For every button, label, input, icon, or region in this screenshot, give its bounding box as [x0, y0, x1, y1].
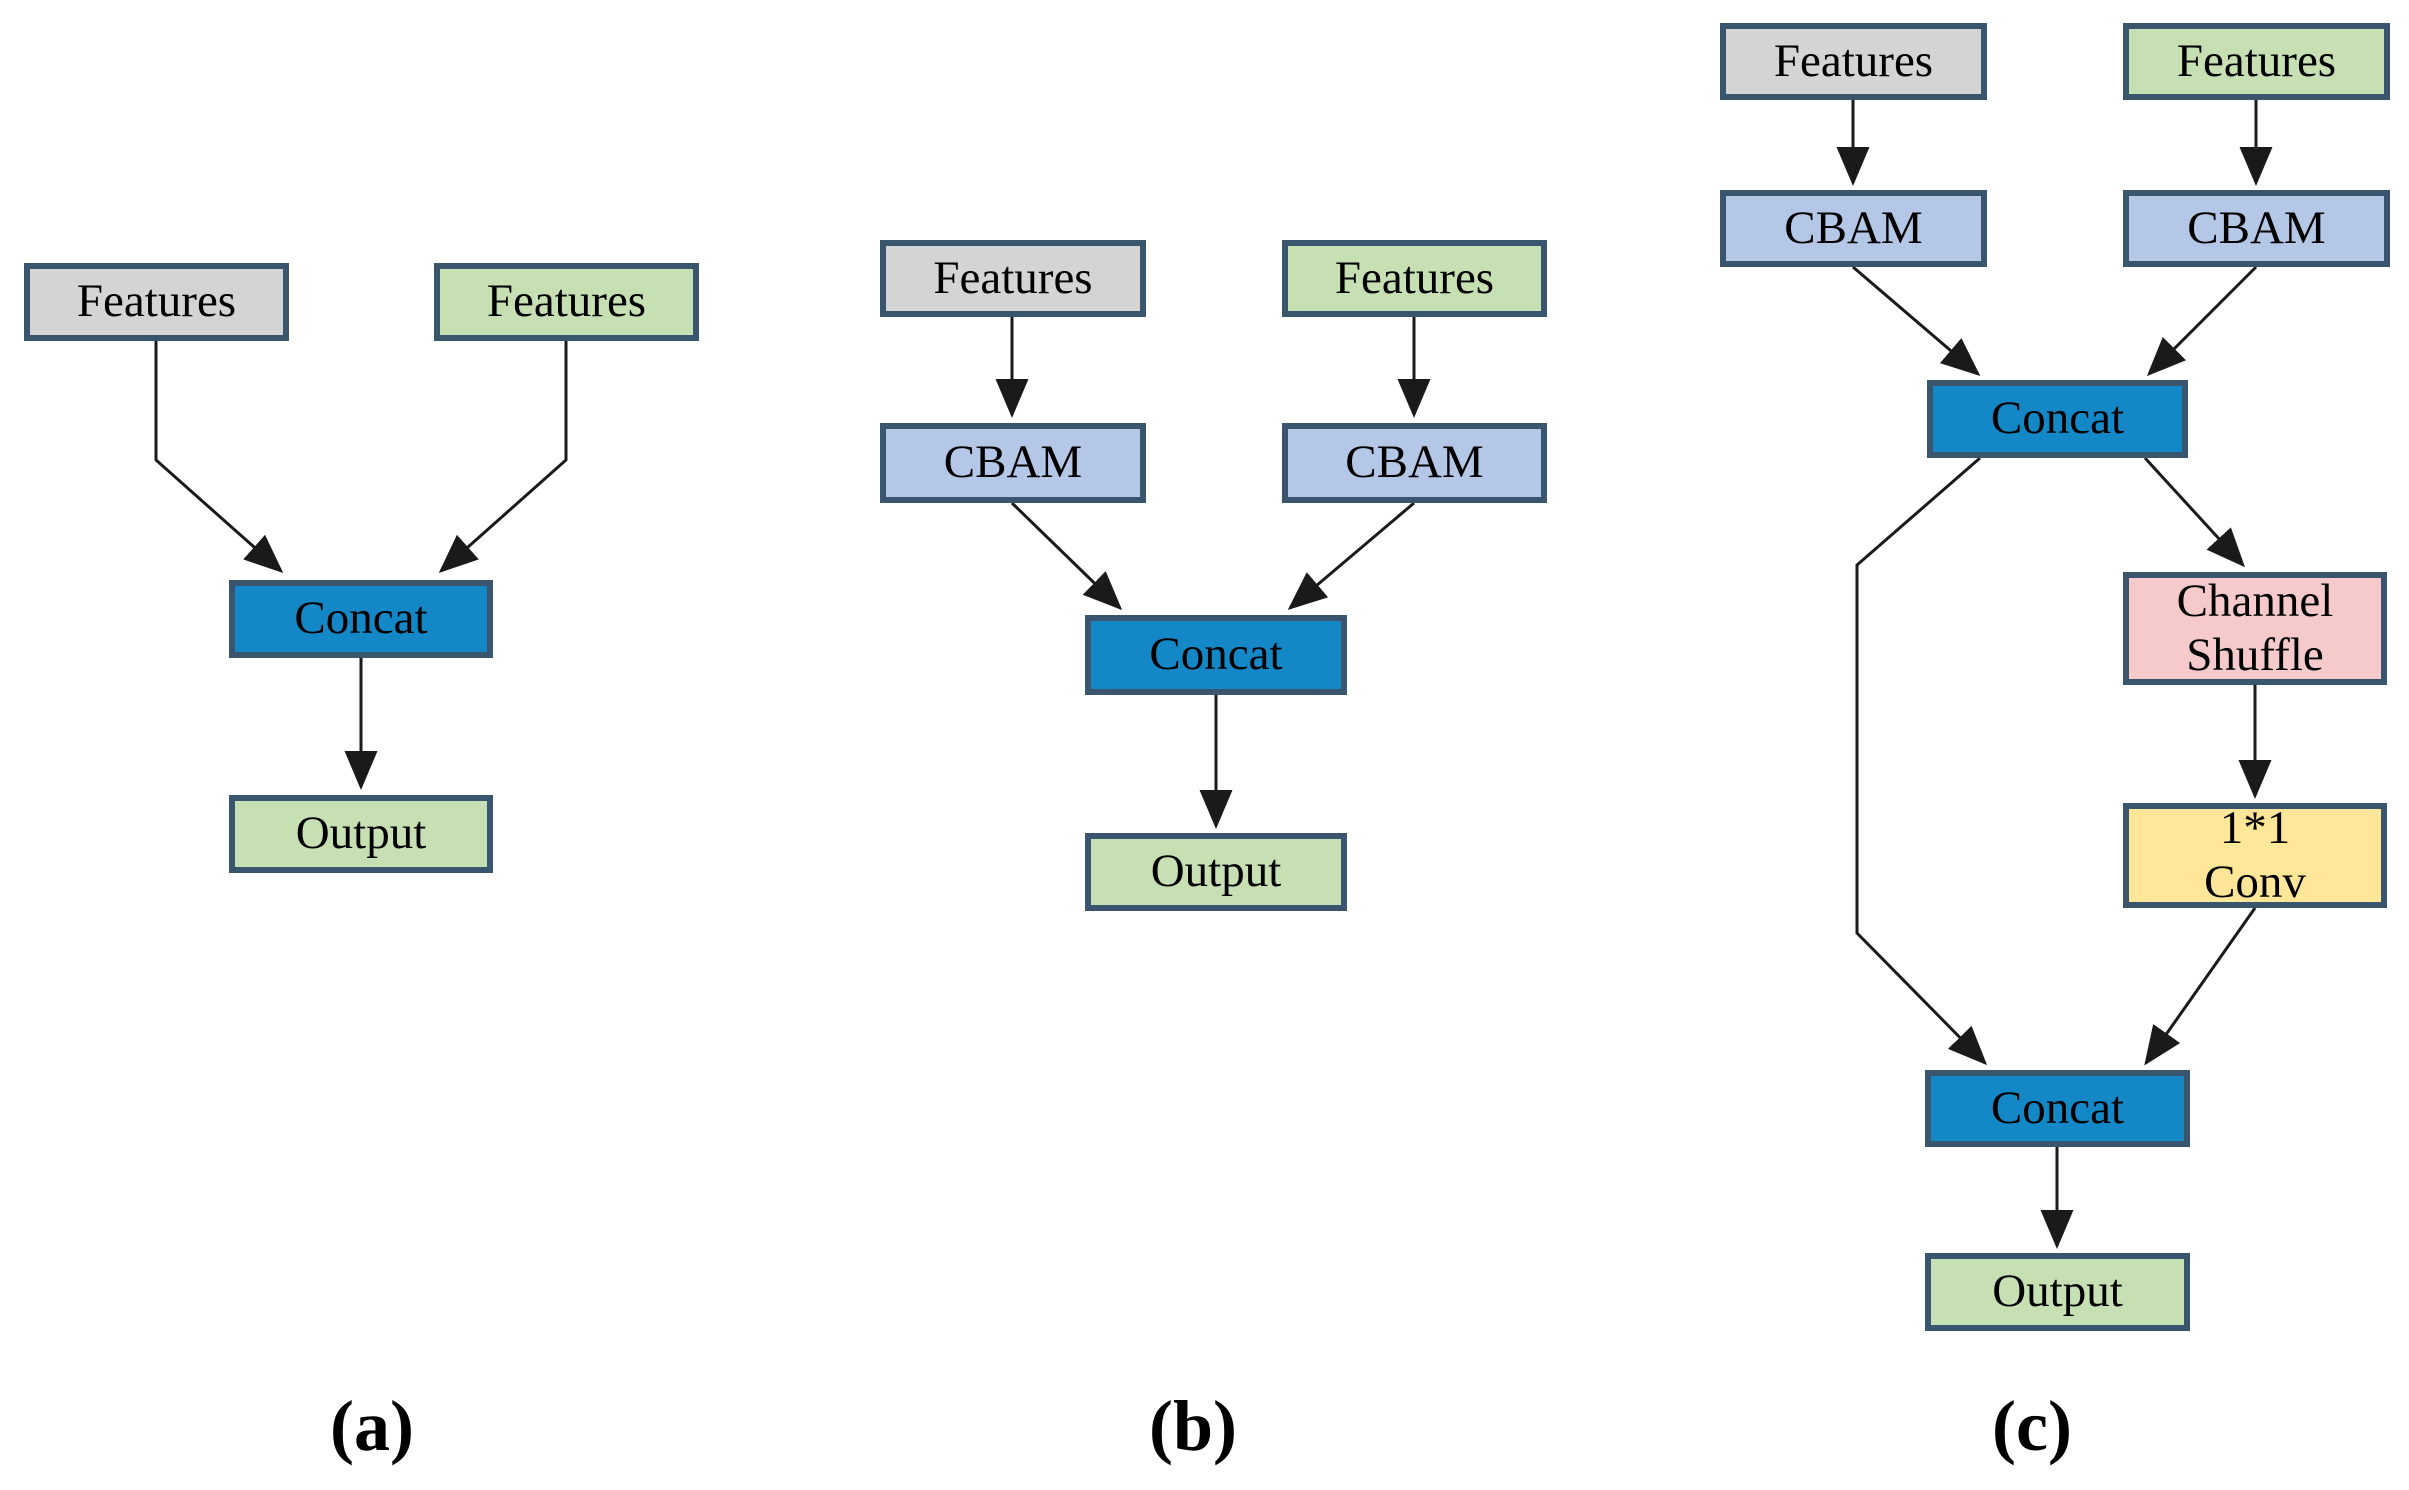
c-concat-top-box-label: Concat	[1990, 392, 2125, 445]
c-features-left-box: Features	[1720, 23, 1987, 100]
c-concat-to-shuffle-arrow	[2143, 456, 2246, 568]
b-features-left-box: Features	[880, 240, 1146, 317]
c-channel-shuffle-box-label: Channel	[2176, 575, 2334, 628]
a-features-right-box: Features	[434, 263, 699, 341]
a-features-left-to-concat-arrow	[154, 341, 284, 573]
b-cbam-right-box-label: CBAM	[1345, 436, 1484, 489]
b-features-right-box: Features	[1282, 240, 1547, 317]
c-cbam-right-box: CBAM	[2123, 190, 2390, 267]
c-cbam-left-box-label: CBAM	[1784, 201, 1923, 254]
c-conv-box-label: Conv	[2204, 855, 2306, 908]
b-features-right-box-label: Features	[1334, 251, 1495, 304]
b-cbam-right-box: CBAM	[1282, 423, 1547, 503]
a-concat-box: Concat	[229, 580, 493, 658]
caption-b: (b)	[1149, 1386, 1237, 1466]
c-channel-shuffle-box-label: Shuffle	[2186, 628, 2324, 681]
b-cbam-left-box: CBAM	[880, 423, 1146, 503]
b-cbam-right-to-concat-arrow	[1287, 501, 1415, 610]
b-features-left-box-label: Features	[933, 251, 1093, 304]
c-concat-skip-to-concat-arrow	[1855, 456, 1988, 1066]
c-concat-bottom-box-label: Concat	[1990, 1081, 2125, 1134]
a-output-box: Output	[229, 795, 493, 873]
a-features-right-to-concat-arrow	[438, 341, 568, 573]
c-cbam-left-box: CBAM	[1720, 190, 1987, 267]
c-features-right-box-label: Features	[2176, 34, 2337, 87]
a-features-left-box: Features	[24, 263, 289, 341]
c-conv-box-label: 1*1	[2219, 802, 2291, 855]
c-cbam-right-box-label: CBAM	[2187, 201, 2326, 254]
b-concat-box: Concat	[1085, 615, 1347, 695]
c-output-box: Output	[1925, 1253, 2190, 1331]
c-features-right-box: Features	[2123, 23, 2390, 100]
c-conv-to-concat-arrow	[2144, 907, 2257, 1066]
b-cbam-left-to-concat-arrow	[1010, 501, 1123, 611]
b-cbam-left-box-label: CBAM	[943, 436, 1083, 489]
c-output-box-label: Output	[1992, 1265, 2123, 1318]
c-cbam-left-to-concat-arrow	[1852, 265, 1981, 376]
c-concat-top-box: Concat	[1927, 380, 2188, 458]
a-output-box-label: Output	[295, 807, 427, 860]
caption-c: (c)	[1992, 1386, 2072, 1466]
c-concat-bottom-box: Concat	[1925, 1070, 2190, 1147]
a-features-right-box-label: Features	[486, 275, 647, 328]
c-features-left-box-label: Features	[1773, 34, 1934, 87]
a-concat-box-label: Concat	[294, 592, 428, 645]
c-cbam-right-to-concat-arrow	[2146, 265, 2258, 377]
b-output-box-label: Output	[1150, 845, 1282, 898]
b-concat-box-label: Concat	[1149, 628, 1283, 681]
caption-a: (a)	[330, 1386, 414, 1466]
b-output-box: Output	[1085, 833, 1347, 911]
a-features-left-box-label: Features	[76, 275, 237, 328]
